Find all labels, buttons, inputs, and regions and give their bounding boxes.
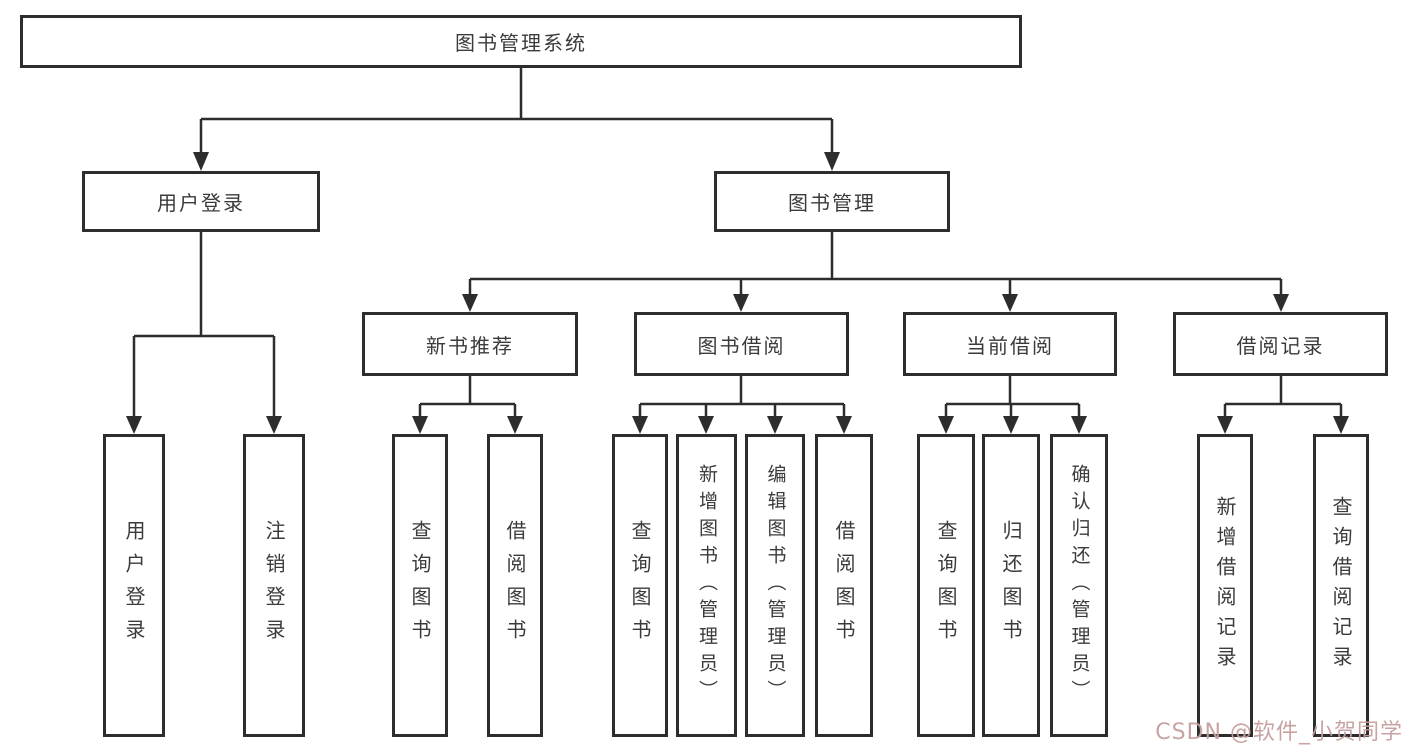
node-leaf-return-books: 归还图书 <box>982 434 1040 737</box>
csdn-watermark: CSDN @软件_小贺同学 <box>1155 720 1403 745</box>
node-label: 注销登录 <box>262 519 286 652</box>
node-book-management: 图书管理 <box>714 171 950 232</box>
node-label: 用户登录 <box>157 191 245 215</box>
node-leaf-query-borrow-record: 查询借阅记录 <box>1313 434 1369 737</box>
node-label: 查询图书 <box>408 519 432 652</box>
node-leaf-user-login: 用户登录 <box>103 434 165 737</box>
node-root-system: 图书管理系统 <box>20 15 1022 68</box>
node-label: 编辑图书（管理员） <box>764 464 787 707</box>
node-leaf-query-books-2: 查询图书 <box>612 434 668 737</box>
node-borrow-records: 借阅记录 <box>1173 312 1388 376</box>
node-label: 确认归还（管理员） <box>1068 464 1091 707</box>
node-label: 查询图书 <box>628 519 652 652</box>
node-label: 新增借阅记录 <box>1213 495 1237 676</box>
node-label: 借阅记录 <box>1236 333 1325 358</box>
node-leaf-borrow-books-2: 借阅图书 <box>815 434 873 737</box>
node-leaf-logout: 注销登录 <box>243 434 305 737</box>
node-leaf-query-books-3: 查询图书 <box>917 434 975 737</box>
node-book-borrow: 图书借阅 <box>634 312 849 376</box>
node-user-login: 用户登录 <box>82 171 320 232</box>
node-label: 新增图书（管理员） <box>696 464 718 707</box>
node-label: 借阅图书 <box>503 519 527 652</box>
node-current-borrow: 当前借阅 <box>903 312 1117 376</box>
node-leaf-borrow-books-1: 借阅图书 <box>487 434 543 737</box>
node-label: 查询图书 <box>934 519 958 652</box>
node-new-book-recommend: 新书推荐 <box>362 312 578 376</box>
node-leaf-add-borrow-record: 新增借阅记录 <box>1197 434 1253 737</box>
node-leaf-edit-books-admin: 编辑图书（管理员） <box>745 434 805 737</box>
node-label: 借阅图书 <box>832 519 856 652</box>
node-label: 新书推荐 <box>426 333 514 358</box>
node-leaf-add-books-admin: 新增图书（管理员） <box>676 434 737 737</box>
node-leaf-confirm-return-admin: 确认归还（管理员） <box>1050 434 1108 737</box>
node-label: 归还图书 <box>999 519 1023 652</box>
node-label: 图书借阅 <box>697 333 786 358</box>
node-label: 当前借阅 <box>966 333 1054 358</box>
node-label: 图书管理 <box>788 191 876 215</box>
node-label: 查询借阅记录 <box>1329 495 1353 676</box>
node-label: 图书管理系统 <box>455 31 587 55</box>
node-label: 用户登录 <box>122 519 146 652</box>
node-leaf-query-books-1: 查询图书 <box>392 434 448 737</box>
